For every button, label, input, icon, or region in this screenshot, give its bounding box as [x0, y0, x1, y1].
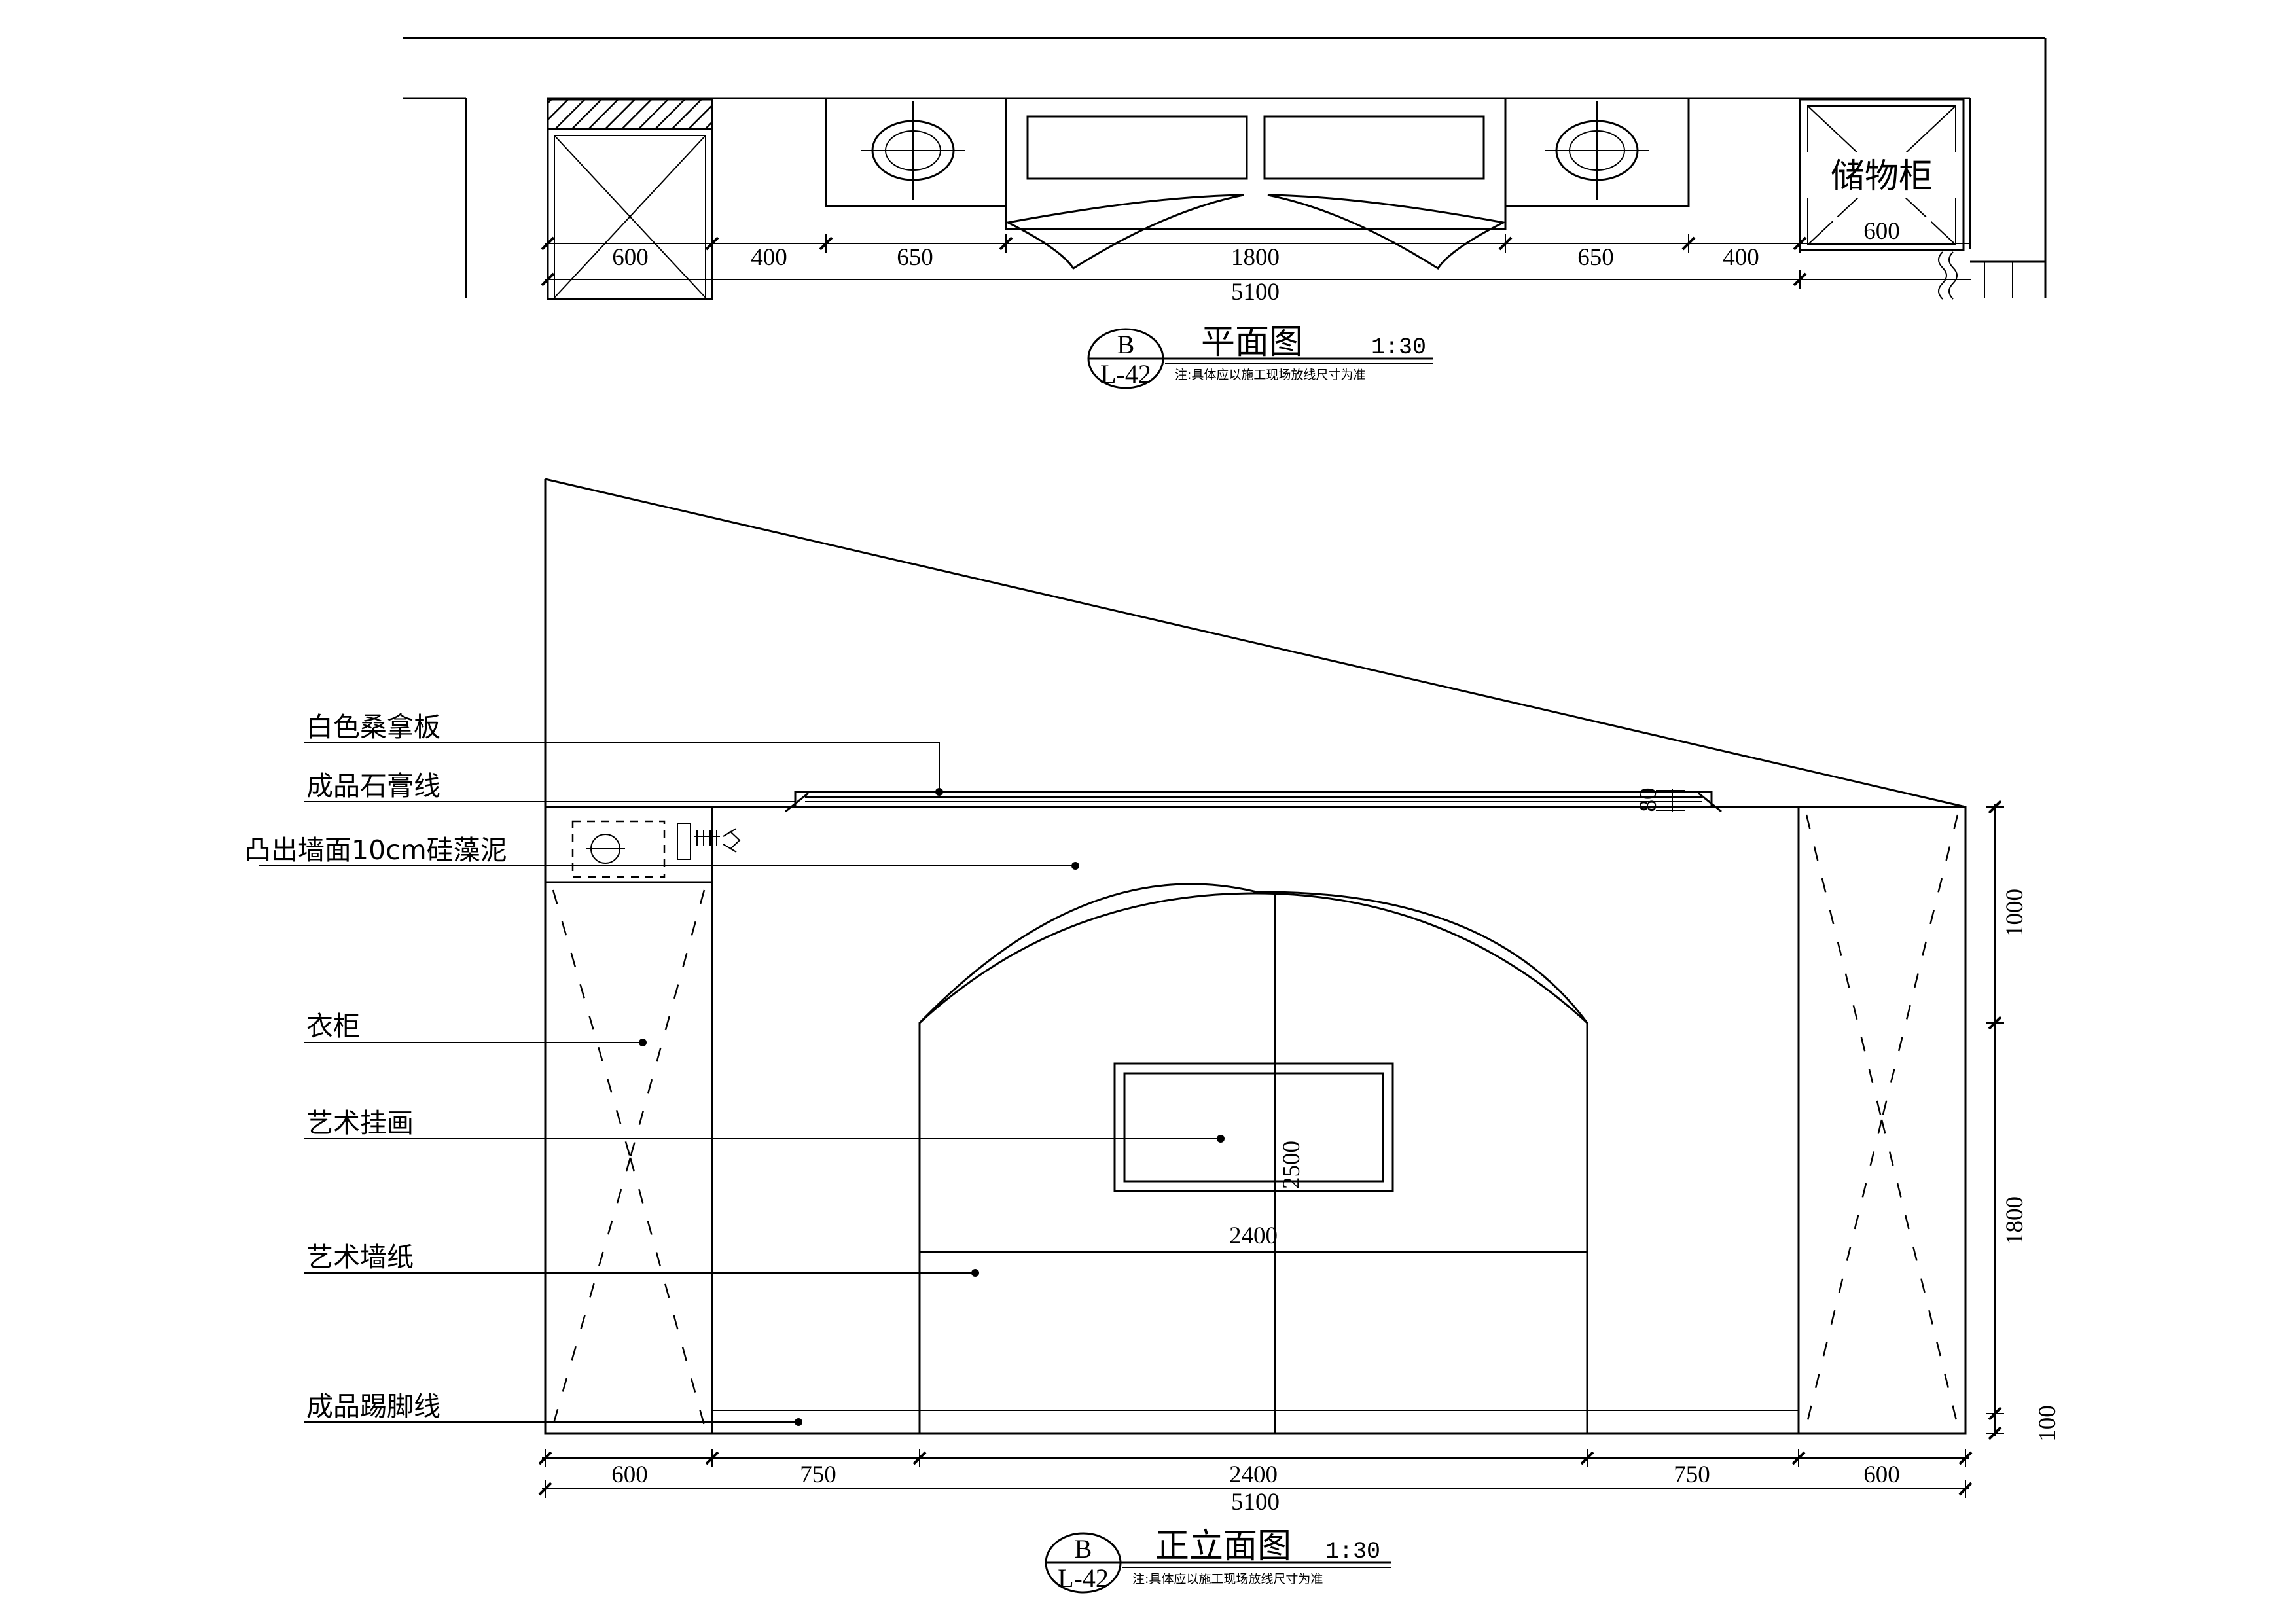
wardrobe-right	[1797, 806, 1967, 1435]
plan-dim-4: 1800	[1231, 244, 1280, 271]
plan-dim-6: 400	[1723, 244, 1759, 271]
plan-nightstand-left	[825, 97, 1007, 207]
label-plaster-line: 成品石膏线	[306, 770, 440, 802]
arch-dimensions: 2400 2500 80	[920, 788, 1685, 1433]
label-sauna-board: 白色桑拿板	[306, 711, 440, 743]
bottom-dim-5: 600	[1863, 1461, 1900, 1488]
plan-storage-cabinet: 储物柜 600	[1799, 98, 1965, 251]
bottom-dim-1: 600	[611, 1461, 648, 1488]
plan-dim-total: 5100	[1231, 279, 1280, 306]
wardrobe-left	[544, 881, 713, 1435]
elevation-symbol-sheet: L-42	[1058, 1563, 1109, 1593]
height-dim-3: 100	[2034, 1405, 2061, 1442]
arch-wall	[712, 883, 1799, 1433]
bottom-dim-3: 2400	[1229, 1461, 1278, 1488]
storage-cabinet-label: 储物柜	[1831, 157, 1933, 196]
ac-unit	[544, 806, 741, 883]
plan-dim-1: 600	[612, 244, 649, 271]
label-skirting: 成品踢脚线	[306, 1391, 440, 1422]
elevation-title-block: B L-42 正立面图 1:30 注:具体应以施工现场放线尺寸为准	[1045, 1527, 1391, 1594]
plan-nightstand-right	[1504, 97, 1690, 207]
leader-lines	[259, 742, 1225, 1426]
plan-title: 平面图	[1201, 323, 1303, 362]
label-art-wallpaper: 艺术墙纸	[306, 1241, 414, 1273]
elevation-view: 2400 2500 80 1000 1800 100 600 750 2400 …	[244, 478, 2061, 1594]
right-height-chain: 1000 1800 100	[1986, 800, 2061, 1442]
plan-scale: 1:30	[1371, 334, 1426, 361]
elevation-note: 注:具体应以施工现场放线尺寸为准	[1132, 1572, 1323, 1586]
plan-dim-5: 650	[1577, 244, 1614, 271]
bottom-dimension-chain: 600 750 2400 750 600 5100	[538, 1449, 1973, 1516]
plan-symbol-sheet: L-42	[1100, 359, 1151, 389]
elevation-scale: 1:30	[1325, 1539, 1380, 1565]
height-dim-2: 1800	[2001, 1196, 2028, 1245]
bottom-dim-2: 750	[800, 1461, 836, 1488]
molding-height-dim: 80	[1635, 788, 1662, 812]
plan-note: 注:具体应以施工现场放线尺寸为准	[1175, 368, 1365, 382]
plan-dim-3: 650	[897, 244, 933, 271]
ceiling-molding	[785, 791, 1722, 813]
storage-cabinet-width: 600	[1863, 218, 1900, 245]
plan-symbol-letter: B	[1117, 330, 1135, 359]
material-labels: 白色桑拿板 成品石膏线 凸出墙面10cm硅藻泥 衣柜 艺术挂画 艺术墙纸 成品踢…	[244, 711, 507, 1422]
plan-title-block: B L-42 平面图 1:30 注:具体应以施工现场放线尺寸为准	[1087, 323, 1433, 389]
arch-width-dim: 2400	[1229, 1222, 1278, 1249]
bottom-dim-total: 5100	[1231, 1489, 1280, 1516]
elevation-outline	[544, 478, 1967, 1435]
height-dim-1: 1000	[2001, 889, 2028, 937]
plan-dimension-chain: 600 400 650 1800 650 400 5100	[541, 234, 1971, 306]
label-art-painting: 艺术挂画	[306, 1107, 414, 1139]
elevation-title: 正立面图	[1155, 1527, 1291, 1566]
label-wardrobe: 衣柜	[306, 1010, 360, 1042]
plan-wardrobe-left	[547, 98, 713, 300]
elevation-symbol-letter: B	[1075, 1534, 1092, 1563]
art-painting	[1113, 1062, 1394, 1192]
plan-view: 储物柜 600 600 400 650 1800 650 400 5100 B …	[403, 37, 2047, 389]
arch-height-dim: 2500	[1278, 1141, 1305, 1189]
label-diatom-mud: 凸出墙面10cm硅藻泥	[244, 834, 507, 866]
plan-dim-2: 400	[751, 244, 787, 271]
bottom-dim-4: 750	[1674, 1461, 1710, 1488]
